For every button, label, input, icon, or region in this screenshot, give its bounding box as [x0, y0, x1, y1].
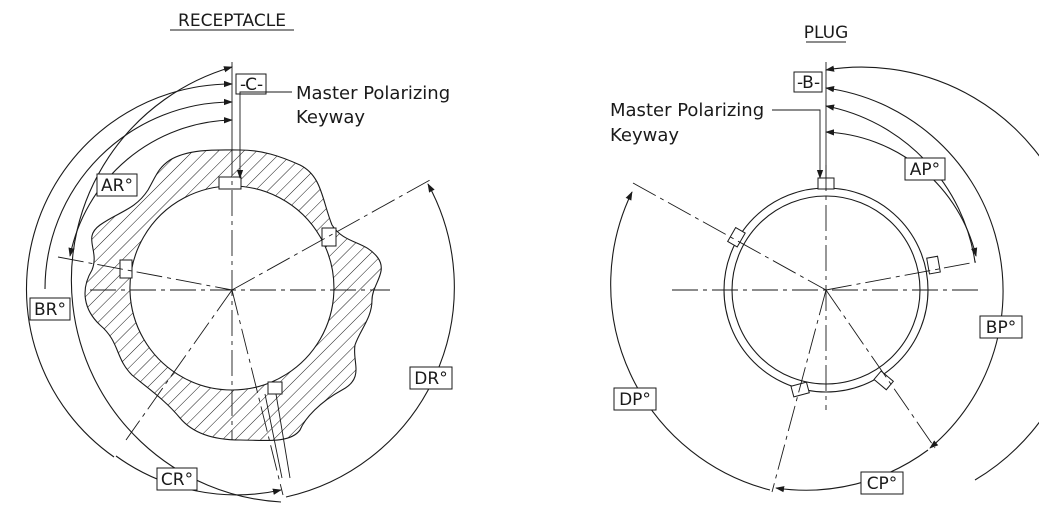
receptacle-angle-cr: CR° [156, 467, 198, 491]
plug-angle-bp: BP° [979, 315, 1023, 339]
plug-title: PLUG [804, 23, 849, 43]
receptacle-keyway-axis-lower-left [125, 289, 233, 441]
receptacle-master-keyway-slot [218, 176, 242, 190]
plug-key [726, 226, 746, 248]
plug-key [873, 370, 895, 391]
receptacle-housing-section [84, 149, 382, 442]
svg-text:AR°: AR° [101, 176, 133, 196]
plug-keyway-label-line2: Keyway [610, 125, 679, 146]
receptacle-arc-dr-right [285, 183, 455, 498]
plug-datum-dash-left: - [797, 73, 803, 93]
receptacle-extension-line [264, 393, 283, 479]
receptacle-keyway-label-line1: Master Polarizing [296, 83, 450, 104]
receptacle-datum-label: C [245, 75, 257, 95]
receptacle-keyway-axis-lower-right [231, 289, 284, 496]
plug-angle-ap: AP° [904, 157, 946, 181]
receptacle-keyway-axis-left [57, 256, 233, 291]
plug-arc-bp [825, 104, 976, 263]
svg-text:BP°: BP° [986, 318, 1016, 338]
svg-text:AP°: AP° [910, 160, 940, 180]
receptacle-title: RECEPTACLE [178, 11, 286, 31]
receptacle-datum-box [235, 73, 267, 95]
receptacle-keyway-slot [321, 227, 337, 247]
plug-datum-box [793, 71, 823, 93]
plug-keyway-axis [825, 289, 936, 449]
plug-datum-dash-right: - [814, 73, 820, 93]
plug-arc-cp-span [775, 449, 929, 493]
receptacle-arc-cr-span [115, 455, 282, 496]
plug-keyway-label-line1: Master Polarizing [610, 100, 764, 121]
plug-key [790, 381, 810, 398]
svg-text:CR°: CR° [161, 470, 193, 490]
plug-keyway-axis [632, 182, 827, 291]
plug-arc-cp [825, 85, 1004, 449]
receptacle-angle-dr: DR° [409, 366, 453, 390]
receptacle-keyway-leader [236, 91, 292, 179]
receptacle-datum-dash-left: - [240, 75, 246, 95]
svg-text:BR°: BR° [34, 300, 66, 320]
plug-view: PLUG - B - Master Polarizing Keyway [610, 23, 1039, 495]
plug-arc-dp [825, 65, 1039, 481]
plug-arc-ap [825, 129, 978, 257]
receptacle-arc-ar [68, 117, 233, 257]
plug-angle-cp: CP° [860, 471, 904, 495]
plug-keyway-axis [771, 289, 827, 493]
receptacle-extension-line [275, 393, 291, 479]
receptacle-keyway-label-line2: Keyway [296, 107, 365, 128]
receptacle-angle-br: BR° [29, 297, 71, 321]
receptacle-datum-dash-right: - [257, 75, 263, 95]
receptacle-view: RECEPTACLE - C - Master Polarizing [25, 11, 455, 503]
plug-arc-dp-left [610, 191, 771, 491]
plug-datum-label: B [802, 73, 814, 93]
svg-text:DP°: DP° [619, 390, 651, 410]
plug-angle-dp: DP° [613, 387, 657, 411]
plug-keyway-axis [825, 261, 977, 291]
receptacle-angle-ar: AR° [96, 173, 138, 197]
receptacle-keyway-axis-right [231, 179, 431, 291]
receptacle-arc-br [44, 98, 233, 290]
svg-text:DR°: DR° [414, 369, 447, 389]
receptacle-keyway-slot [267, 381, 283, 395]
plug-keyway-leader [772, 109, 824, 179]
receptacle-arc-cr [25, 80, 233, 458]
svg-text:CP°: CP° [867, 474, 898, 494]
